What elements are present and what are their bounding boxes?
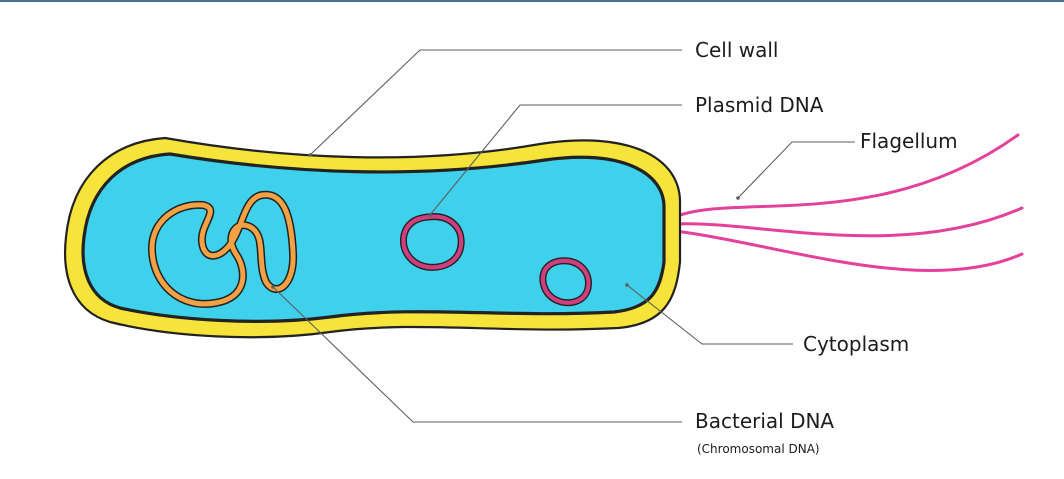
bacterial-dna-leader-dot: [271, 285, 275, 289]
flagellum-label: Flagellum: [860, 129, 958, 153]
cell-wall-leader-dot: [308, 153, 312, 157]
plasmid-dna-label: Plasmid DNA: [695, 93, 823, 117]
flagellum-strand-1: [675, 135, 1018, 217]
cell-wall-leader: [310, 50, 682, 155]
cytoplasm-leader-dot: [625, 283, 629, 287]
flagellum-strand-2: [675, 208, 1022, 236]
cytoplasm-label: Cytoplasm: [803, 332, 909, 356]
flagella: [675, 135, 1022, 271]
flagellum-leader-dot: [736, 196, 740, 200]
flagellum-leader: [738, 142, 855, 198]
flagellum-strand-3: [675, 231, 1022, 271]
bacterial-dna-note: (Chromosomal DNA): [697, 442, 820, 456]
bacterial-dna-label: Bacterial DNA: [695, 409, 834, 433]
plasmid-leader-dot: [428, 213, 432, 217]
cell-wall-label: Cell wall: [695, 38, 778, 62]
